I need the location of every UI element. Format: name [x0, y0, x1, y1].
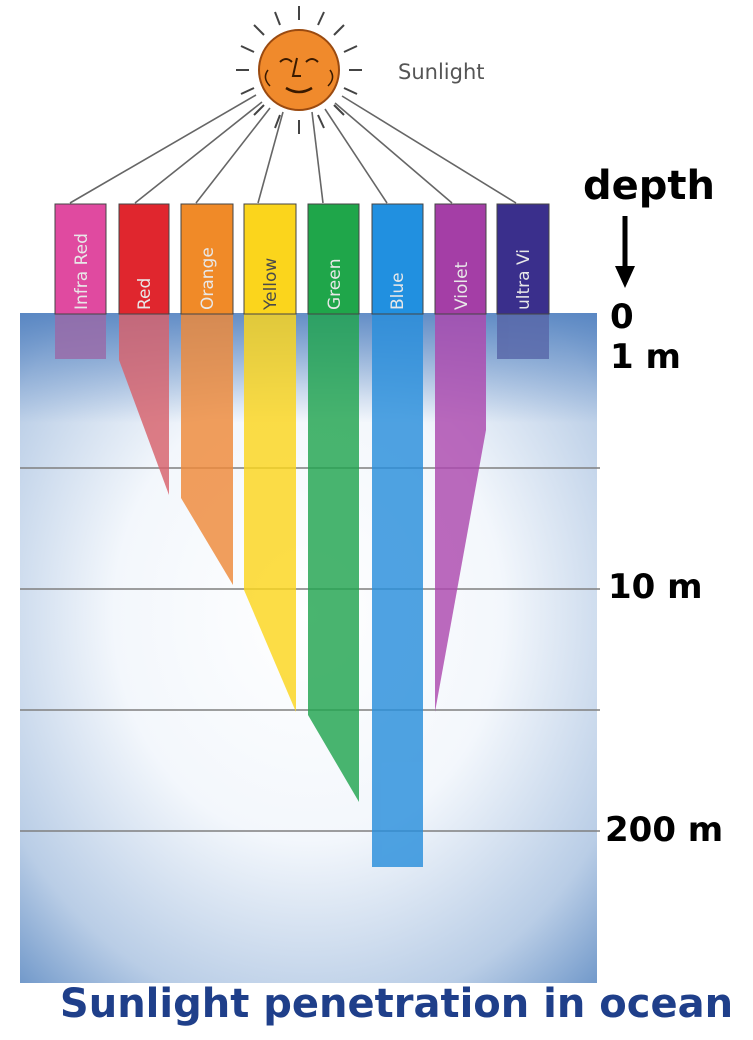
ray [334, 102, 453, 204]
penetration-ultra-violet [497, 313, 549, 359]
penetration-violet [435, 313, 486, 712]
depth-title: depth [583, 163, 715, 209]
penetration-yellow [244, 313, 296, 712]
band-label-orange: Orange [198, 247, 218, 310]
ray [195, 107, 271, 204]
band-label-ultra-violet: ultra Vi [514, 249, 534, 310]
band-violet [434, 203, 487, 315]
ray [341, 95, 517, 204]
band-label-green: Green [325, 259, 345, 310]
penetration-red [119, 313, 169, 495]
band-orange [180, 203, 234, 315]
penetration-infra-red [55, 313, 106, 359]
ray [69, 94, 257, 204]
band-green [307, 203, 360, 315]
band-ultra-violet [496, 203, 550, 315]
band-label-yellow: Yellow [261, 258, 281, 311]
color-bands [54, 203, 550, 315]
sun-rays [69, 94, 517, 204]
ray [311, 111, 324, 204]
ray [257, 111, 284, 204]
band-label-red: Red [135, 278, 155, 310]
band-label-blue: Blue [388, 272, 408, 310]
band-red [118, 203, 170, 315]
diagram-caption: Sunlight penetration in ocean [59, 981, 734, 1027]
depth-mark-0: 0 [610, 297, 634, 337]
penetration-green [308, 313, 359, 802]
penetration-shapes [55, 313, 549, 867]
sun-icon [236, 6, 362, 134]
depth-arrow-icon [615, 216, 635, 288]
band-label-violet: Violet [452, 261, 472, 310]
sunlight-label: Sunlight [398, 60, 485, 84]
penetration-blue [372, 313, 423, 867]
depth-mark-200m: 200 m [605, 810, 724, 850]
band-yellow [243, 203, 297, 315]
band-blue [371, 203, 424, 315]
ray [134, 101, 263, 204]
band-label-infra-red: Infra Red [72, 233, 92, 310]
penetration-orange [181, 313, 233, 585]
ray [324, 108, 388, 204]
depth-mark-10m: 10 m [608, 567, 703, 607]
band-infra-red [54, 203, 107, 315]
depth-mark-1m: 1 m [610, 337, 681, 377]
